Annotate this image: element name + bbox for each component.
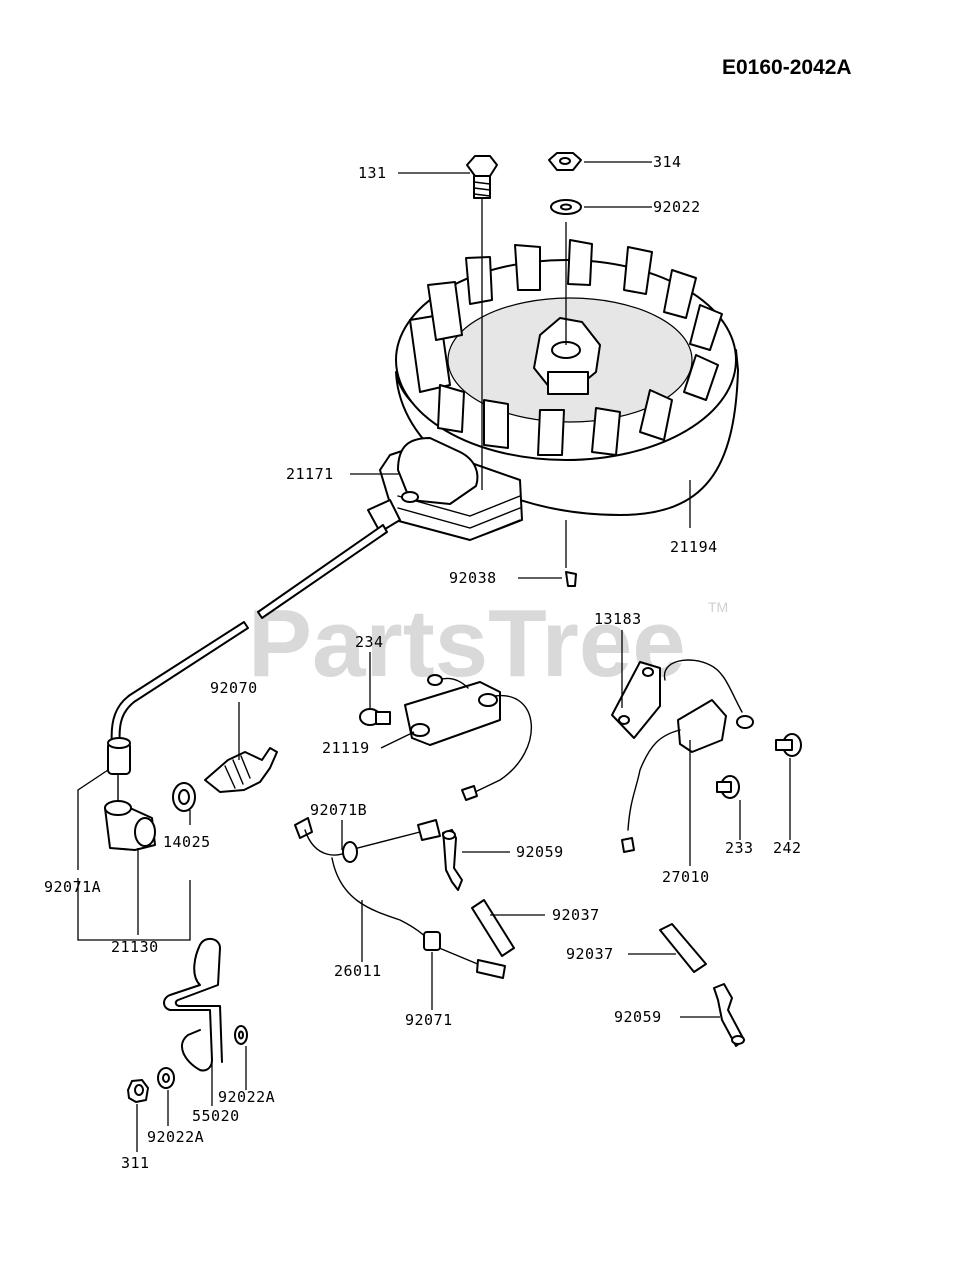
- callout-21171: 21171: [286, 465, 334, 483]
- sleeve-92037-a: [471, 899, 515, 957]
- terminal-92059-b: [713, 983, 745, 1047]
- washer-92022A-right: [234, 1025, 248, 1045]
- parts-tree-watermark: PartsTree TM: [248, 590, 728, 697]
- callout-27010: 27010: [662, 868, 710, 886]
- callout-92070: 92070: [210, 679, 258, 697]
- bracket-13183: [611, 661, 661, 739]
- callout-92059-b: 92059: [614, 1008, 662, 1026]
- washer-92022: [550, 199, 582, 215]
- washer-92022A-left: [157, 1067, 175, 1089]
- callout-234: 234: [355, 633, 384, 651]
- flywheel-21194: [395, 239, 739, 516]
- terminal-92059-a: [442, 829, 463, 891]
- screw-233: [716, 775, 740, 799]
- bracket-55020: [163, 937, 223, 1072]
- callout-242: 242: [773, 839, 802, 857]
- nut-311: [127, 1079, 149, 1103]
- callout-92037-a: 92037: [552, 906, 600, 924]
- sleeve-92037-b: [659, 923, 707, 973]
- callout-92059-a: 92059: [516, 843, 564, 861]
- callout-233: 233: [725, 839, 754, 857]
- spark-plug-92070: [204, 747, 278, 793]
- callout-92022A-left: 92022A: [147, 1128, 204, 1146]
- watermark-brand: PartsTree: [248, 590, 686, 697]
- callout-92071B: 92071B: [310, 801, 367, 819]
- callout-21194: 21194: [670, 538, 718, 556]
- ignition-coil-21171: [367, 437, 523, 541]
- ignition-module-21119: [404, 674, 533, 801]
- nut-314: [548, 152, 582, 171]
- callout-21130: 21130: [111, 938, 159, 956]
- screw-242: [775, 733, 802, 757]
- callout-131: 131: [358, 164, 387, 182]
- callout-314: 314: [653, 153, 682, 171]
- callout-311: 311: [121, 1154, 150, 1172]
- screw-234: [359, 708, 391, 726]
- callout-92071A: 92071A: [44, 878, 101, 896]
- leader-lines: [77, 161, 791, 1152]
- callout-92022A-right: 92022A: [218, 1088, 275, 1106]
- spark-plug-cap-21130: [104, 737, 156, 851]
- callout-14025: 14025: [163, 833, 211, 851]
- boot-14025: [172, 782, 196, 812]
- bolt-131: [466, 155, 498, 199]
- watermark-trademark: TM: [708, 599, 728, 615]
- switch-27010: [621, 659, 754, 853]
- key-92038: [565, 571, 577, 587]
- callout-21119: 21119: [322, 739, 370, 757]
- flywheel-fins: [409, 239, 723, 456]
- callout-92071: 92071: [405, 1011, 453, 1029]
- callout-92037-b: 92037: [566, 945, 614, 963]
- callout-92022: 92022: [653, 198, 701, 216]
- wire-harness-26011: [294, 817, 506, 979]
- callout-labels: 131 314 92022 21171 21194 92038 13183 23…: [44, 153, 802, 1172]
- callout-92038: 92038: [449, 569, 497, 587]
- callout-26011: 26011: [334, 962, 382, 980]
- callout-13183: 13183: [594, 610, 642, 628]
- diagram-code: E0160-2042A: [722, 56, 852, 79]
- callout-55020: 55020: [192, 1107, 240, 1125]
